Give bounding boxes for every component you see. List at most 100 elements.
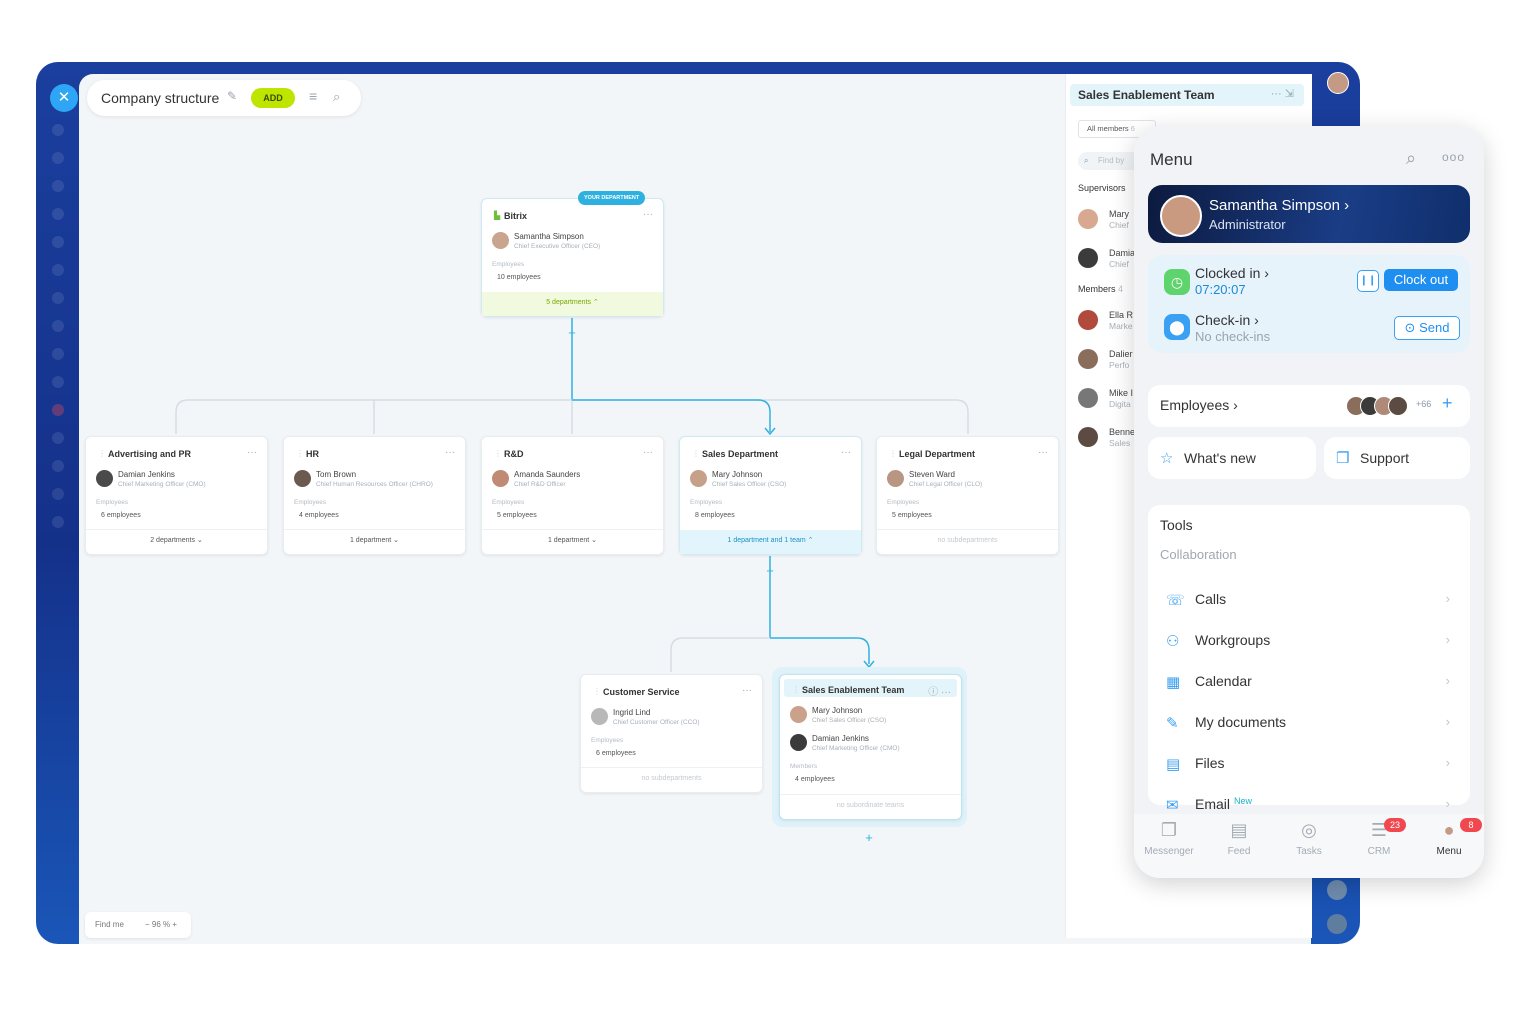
drag-handle-icon[interactable]: ⋮ (494, 449, 502, 458)
drag-handle-icon[interactable]: ⋮ (593, 687, 601, 696)
employees-count[interactable]: 5 employees (497, 512, 537, 519)
connector-lines (175, 318, 969, 672)
add-icon[interactable]: + (568, 325, 576, 340)
sidebar-dot[interactable] (52, 376, 64, 388)
drag-handle-icon[interactable]: ⋮ (792, 685, 800, 694)
add-icon[interactable]: + (766, 563, 774, 578)
pause-button[interactable]: ❙❙ (1357, 270, 1379, 292)
department-card[interactable]: ⋮ Legal Department ··· Steven Ward Chief… (876, 436, 1059, 555)
expand-toggle[interactable]: 2 departments ⌄ (86, 529, 267, 554)
sidebar-dot[interactable] (52, 152, 64, 164)
chevron-right-icon: › (1445, 714, 1450, 729)
employees-count[interactable]: 4 employees (795, 776, 835, 783)
nav-crm[interactable]: ☰23 CRM (1344, 818, 1414, 857)
nav-feed[interactable]: ▤ Feed (1204, 820, 1274, 857)
menu-icon[interactable]: ≡ (309, 88, 318, 104)
expand-toggle[interactable]: 1 department and 1 team ⌃ (680, 530, 861, 554)
add-icon[interactable]: + (865, 830, 873, 845)
drag-handle-icon[interactable]: ⋮ (296, 449, 304, 458)
new-badge: New (1234, 796, 1253, 806)
support-label: Support (1360, 450, 1410, 466)
more-icon[interactable]: ··· (643, 209, 653, 220)
employees-count[interactable]: 10 employees (497, 274, 541, 281)
department-card[interactable]: ⋮ Advertising and PR ··· Damian Jenkins … (85, 436, 268, 555)
department-card[interactable]: ⋮ R&D ··· Amanda Saunders Chief R&D Offi… (481, 436, 664, 555)
close-icon[interactable]: ✕ (50, 84, 78, 112)
person-role: Marke (1109, 321, 1133, 331)
add-button[interactable]: ADD (251, 88, 295, 108)
check-in-label[interactable]: Check-in › (1195, 312, 1259, 328)
sidebar-dot[interactable] (52, 460, 64, 472)
more-icon[interactable]: ··· (247, 447, 257, 458)
footer-label: 1 department (349, 537, 392, 544)
members-count: 4 (1118, 284, 1124, 294)
more-icon[interactable]: ··· (1038, 447, 1048, 458)
sidebar-dot[interactable] (52, 488, 64, 500)
feed-icon: ▤ (1230, 820, 1248, 840)
menu-item-workgroups[interactable]: ⚇ Workgroups › (1148, 620, 1470, 660)
sidebar-dot[interactable] (52, 348, 64, 360)
more-icon[interactable]: ··· ⇲ (1270, 88, 1294, 100)
more-icon[interactable]: ooo (1442, 150, 1466, 164)
search-icon[interactable]: ⌕ (1406, 148, 1417, 168)
sidebar-dot[interactable] (52, 320, 64, 332)
department-card[interactable]: ⋮ Customer Service ··· Ingrid Lind Chief… (580, 674, 763, 793)
more-icon[interactable]: ··· (445, 447, 455, 458)
employees-count[interactable]: 4 employees (299, 512, 339, 519)
expand-toggle[interactable]: 1 department ⌄ (284, 529, 465, 554)
nav-menu[interactable]: ●8 Menu (1414, 818, 1484, 857)
sidebar-dot[interactable] (52, 124, 64, 136)
clocked-in-label[interactable]: Clocked in › (1195, 265, 1269, 281)
whats-new-button[interactable]: ☆ What's new (1148, 437, 1316, 479)
more-icon[interactable]: ⓘ ··· (928, 687, 951, 698)
send-button[interactable]: ⊙ Send (1394, 316, 1460, 340)
avatar[interactable] (1327, 880, 1347, 900)
more-icon[interactable]: ··· (643, 447, 653, 458)
avatar[interactable] (1327, 914, 1347, 934)
avatar[interactable] (1327, 72, 1349, 94)
person-role: Chief (1109, 220, 1129, 230)
department-card[interactable]: ⋮ Sales Department ··· Mary Johnson Chie… (679, 436, 862, 555)
team-card[interactable]: ⋮ Sales Enablement Team ⓘ ··· Mary Johns… (779, 674, 962, 820)
sidebar-dot[interactable] (52, 404, 64, 416)
person-name: Damia (1109, 248, 1136, 258)
sidebar-dot[interactable] (52, 292, 64, 304)
expand-toggle[interactable]: 1 department ⌄ (482, 529, 663, 554)
menu-item-calls[interactable]: ☏ Calls › (1148, 579, 1470, 619)
root-department-card[interactable]: YOUR DEPARTMENT ▙ Bitrix ··· Samantha Si… (481, 191, 664, 317)
sidebar-dot[interactable] (52, 236, 64, 248)
employees-count[interactable]: 8 employees (695, 512, 735, 519)
sidebar-dot[interactable] (52, 516, 64, 528)
sidebar-dot[interactable] (52, 208, 64, 220)
department-card[interactable]: ⋮ HR ··· Tom Brown Chief Human Resources… (283, 436, 466, 555)
more-icon[interactable]: ··· (841, 447, 851, 458)
employees-count[interactable]: 6 employees (596, 750, 636, 757)
expand-toggle[interactable]: 5 departments ⌃ (482, 292, 663, 316)
drag-handle-icon[interactable]: ⋮ (98, 449, 106, 458)
drag-handle-icon[interactable]: ⋮ (692, 449, 700, 458)
employees-more-count: +66 (1416, 399, 1432, 409)
search-icon[interactable]: ⌕ (333, 89, 341, 104)
employees-count[interactable]: 6 employees (101, 512, 141, 519)
menu-item-files[interactable]: ▤ Files › (1148, 743, 1470, 783)
support-button[interactable]: ❐ Support (1324, 437, 1470, 479)
clock-out-button[interactable]: Clock out (1384, 269, 1458, 291)
find-me-button[interactable]: Find me (95, 920, 124, 929)
more-icon[interactable]: ··· (742, 685, 752, 696)
employees-count[interactable]: 5 employees (892, 512, 932, 519)
sidebar-dot[interactable] (52, 264, 64, 276)
zoom-control[interactable]: − 96 % + (145, 920, 178, 929)
nav-messenger[interactable]: ❐ Messenger (1134, 820, 1204, 857)
menu-item-my-documents[interactable]: ✎ My documents › (1148, 702, 1470, 742)
menu-item-calendar[interactable]: ▦ Calendar › (1148, 661, 1470, 701)
nav-tasks[interactable]: ◎ Tasks (1274, 820, 1344, 857)
user-card[interactable]: Samantha Simpson › Administrator (1148, 185, 1470, 243)
sidebar-dot[interactable] (52, 180, 64, 192)
pin-icon[interactable]: ✎ (227, 89, 238, 103)
add-employee-icon[interactable]: + (1442, 393, 1453, 413)
employees-row[interactable]: Employees › +66 + (1148, 385, 1470, 427)
drag-handle-icon[interactable]: ⋮ (889, 449, 897, 458)
sidebar-dot[interactable] (52, 432, 64, 444)
user-name: Samantha Simpson › (1209, 197, 1350, 214)
